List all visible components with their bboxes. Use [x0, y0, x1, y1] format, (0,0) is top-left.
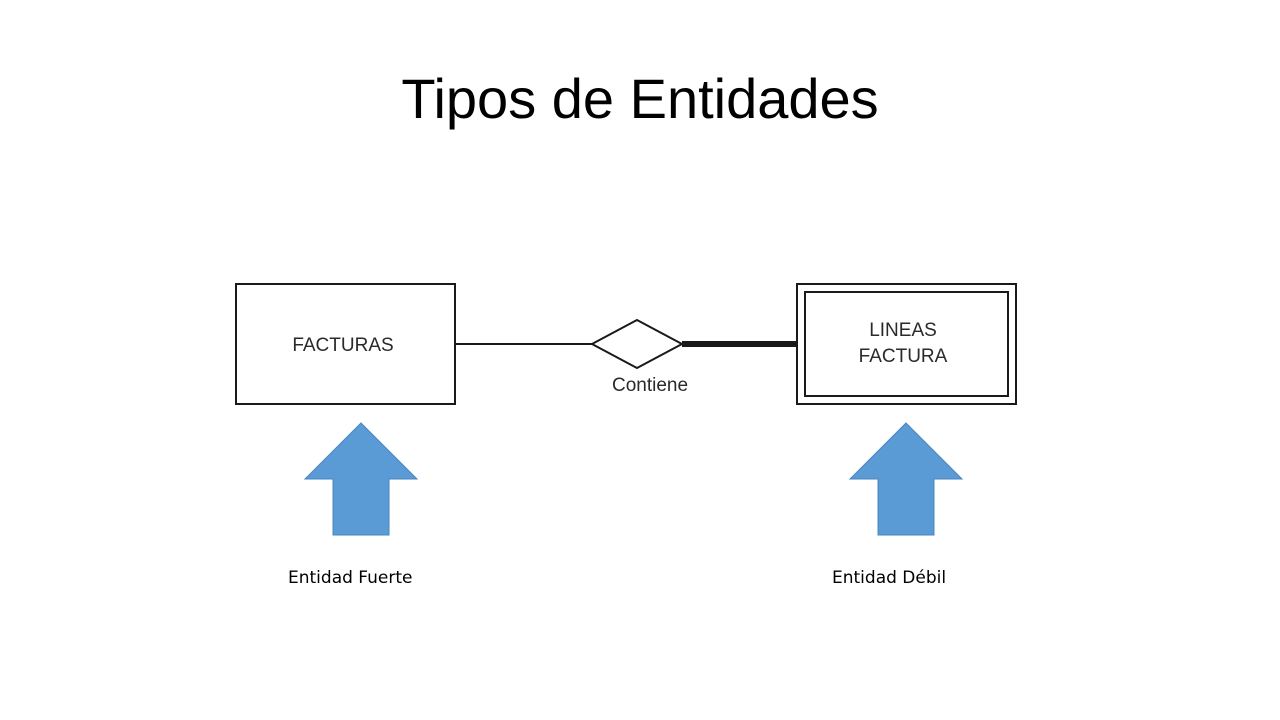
strong-entity-label: FACTURAS	[292, 335, 393, 356]
weak-entity-label-line2: FACTURA	[859, 346, 948, 367]
relationship-label: Contiene	[612, 375, 688, 396]
up-arrow-icon	[303, 422, 419, 536]
weak-entity-label-line1: LINEAS	[869, 320, 937, 341]
relationship-contiene	[589, 318, 685, 370]
page-title: Tipos de Entidades	[401, 67, 879, 130]
up-arrow-icon	[848, 422, 964, 536]
caption-strong-entity: Entidad Fuerte	[288, 568, 413, 588]
weak-entity-lineas-factura: LINEAS FACTURA	[796, 283, 1017, 405]
strong-entity-facturas: FACTURAS	[235, 283, 456, 405]
caption-weak-entity: Entidad Débil	[832, 568, 947, 588]
